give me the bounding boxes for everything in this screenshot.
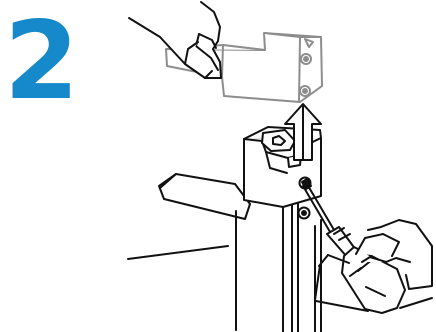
pedestal-column-icon (128, 127, 321, 332)
